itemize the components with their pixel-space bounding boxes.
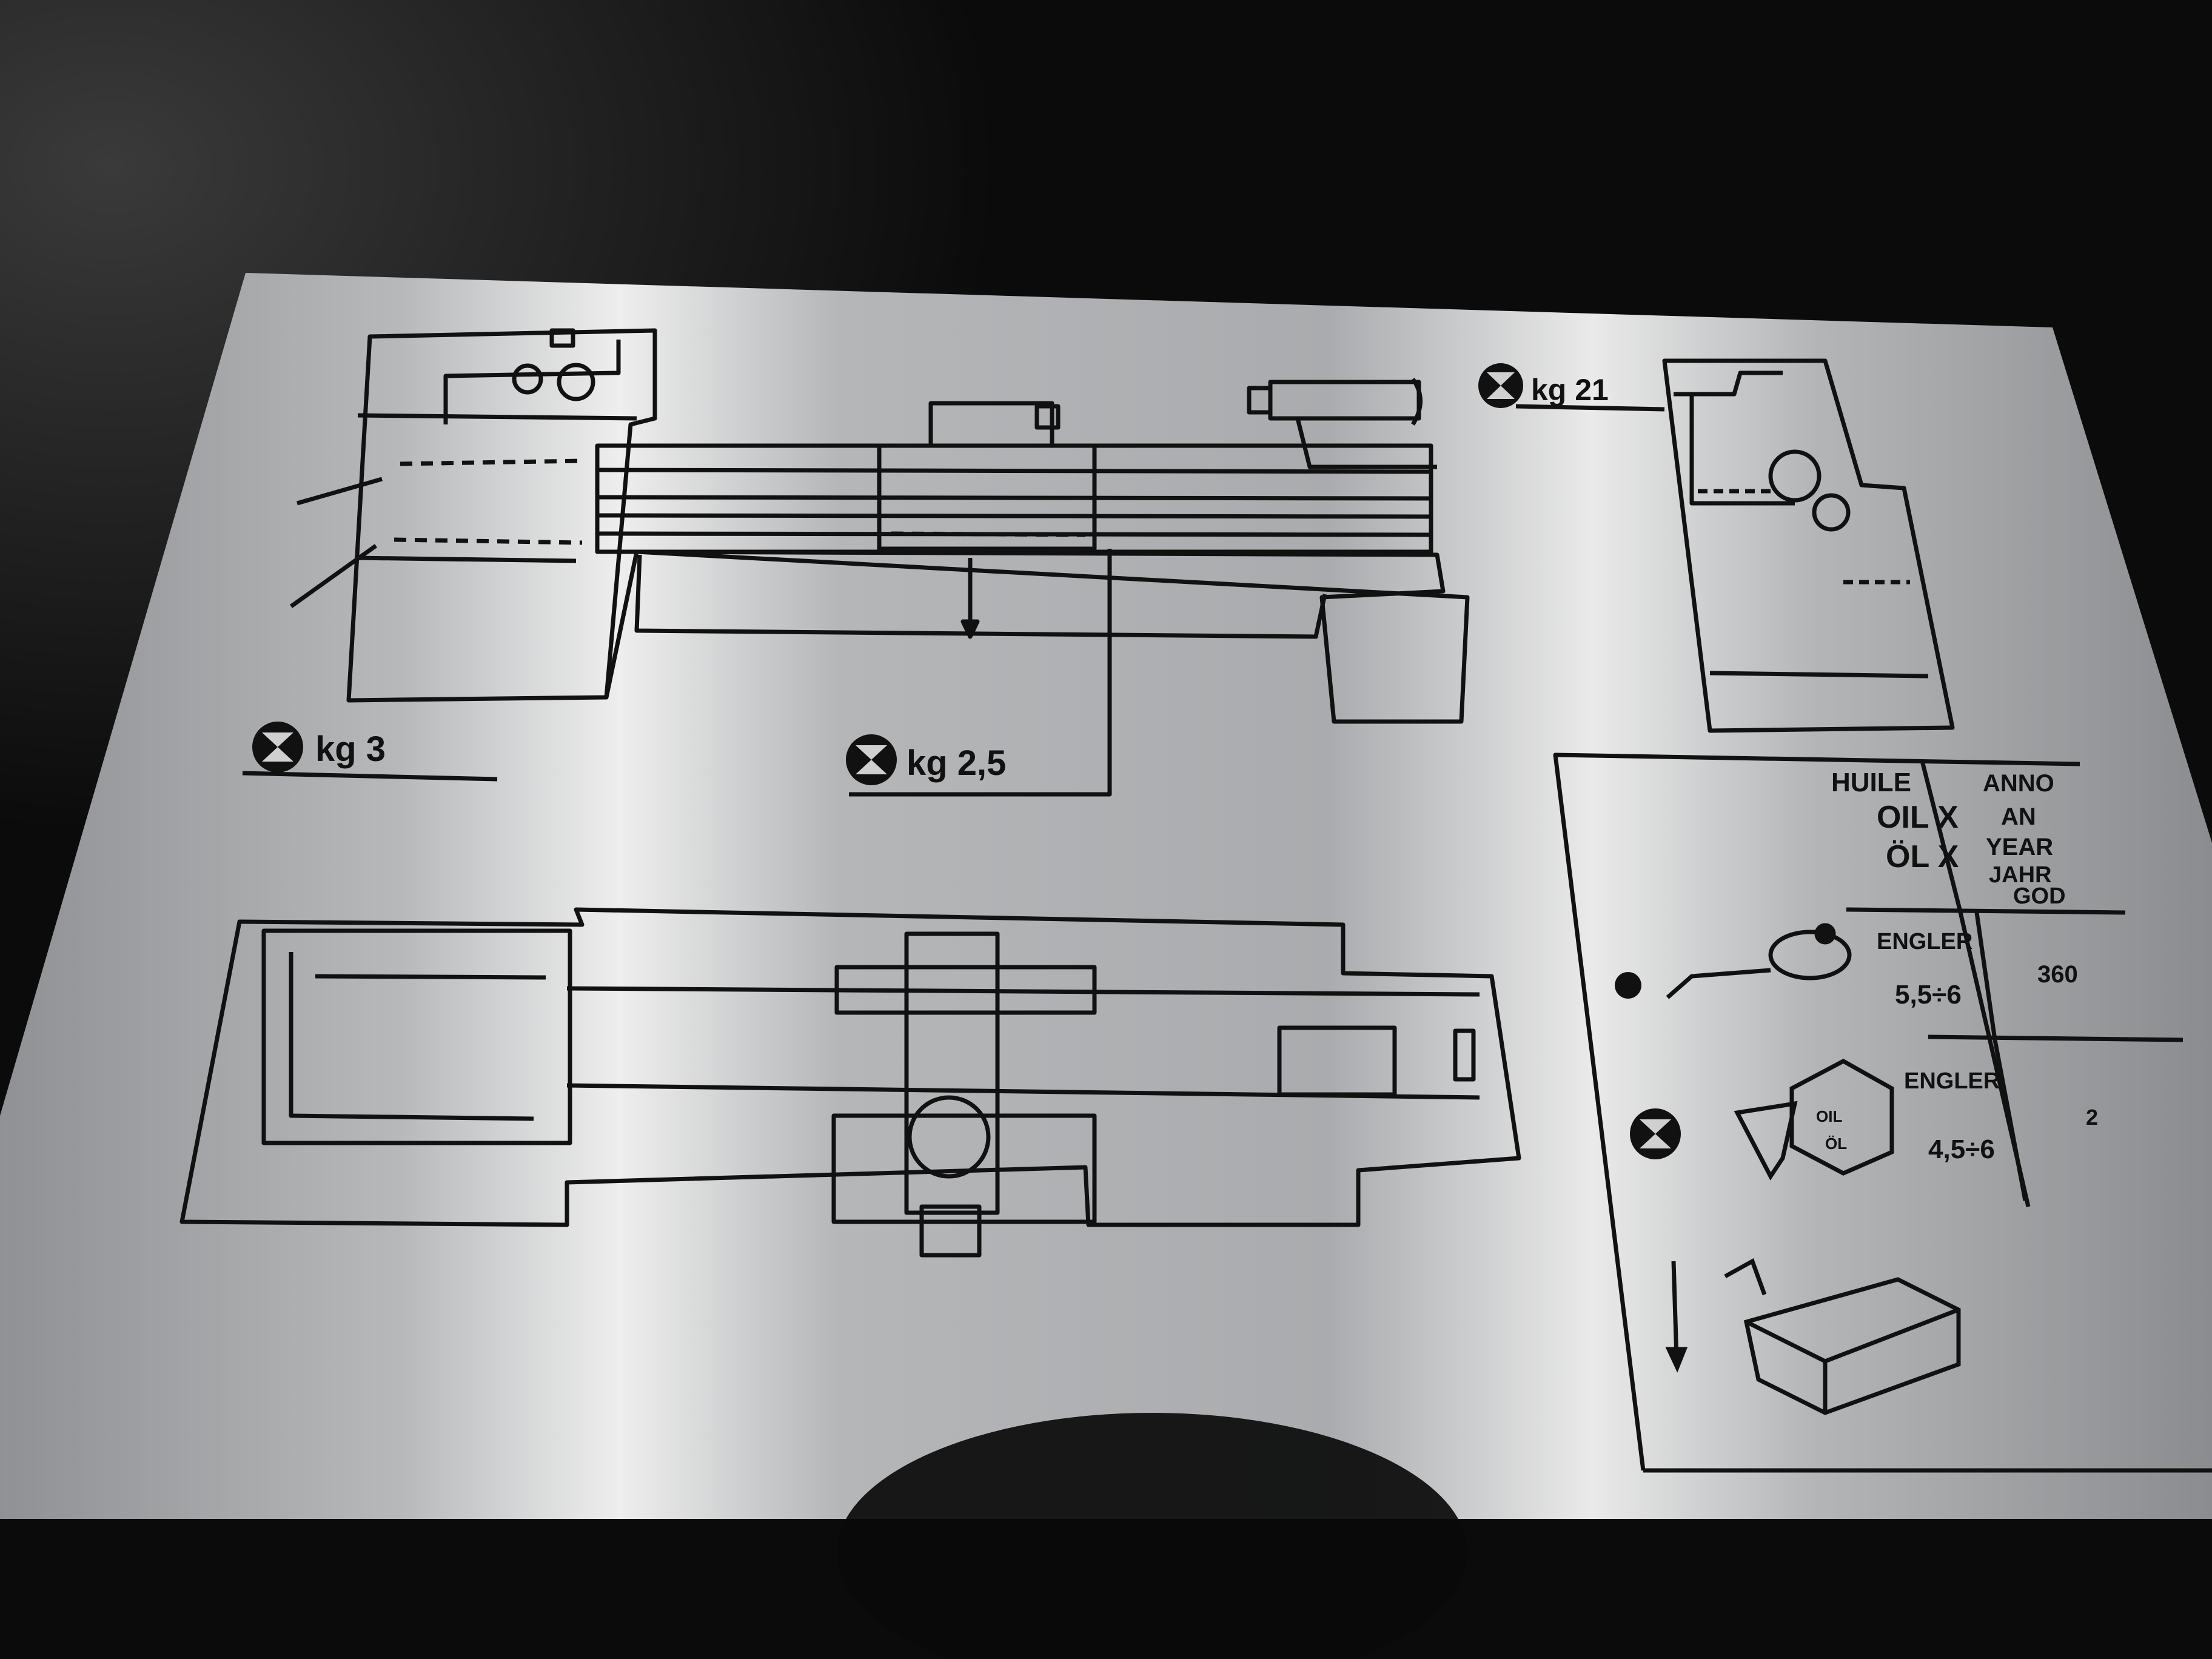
drain-tray-icon xyxy=(1665,1258,1961,1415)
period-header-en: YEAR xyxy=(1986,834,2053,860)
funnel-canister-icon: OIL ÖL xyxy=(1734,1059,1894,1181)
row1-grade-value: 5,5÷6 xyxy=(1895,980,1962,1010)
row2-period: 2 xyxy=(2086,1105,2098,1130)
thumb-shadow xyxy=(837,1413,1467,1659)
row2-grade-label: ENGLER xyxy=(1904,1068,2000,1094)
oil-header-fr: HUILE xyxy=(1831,768,1911,797)
gearbox-capacity-label: kg 21 xyxy=(1531,373,1609,407)
headstock-capacity-label: kg 3 xyxy=(315,729,386,769)
apron-capacity-label: kg 2,5 xyxy=(907,743,1006,783)
lathe-side-view xyxy=(242,328,1470,797)
gearbox-end-view xyxy=(1515,358,1955,733)
period-header-it: ANNO xyxy=(1983,770,2054,797)
lubrication-table xyxy=(1553,752,2212,1473)
lathe-top-view xyxy=(179,907,1521,1258)
row2-grade-value: 4,5÷6 xyxy=(1928,1134,1995,1164)
metal-plate xyxy=(0,273,2212,1519)
period-header-fr: AN xyxy=(2001,803,2036,830)
row1-grade-label: ENGLER xyxy=(1877,929,1972,954)
can-label-ol: ÖL xyxy=(1825,1134,1847,1153)
row1-period: 360 xyxy=(2037,961,2078,988)
oil-header-en: OIL X xyxy=(1877,800,1959,835)
period-header-ru: GOD xyxy=(2013,883,2066,909)
oil-can-icon xyxy=(1666,923,1852,999)
oil-drain-symbol xyxy=(252,363,1681,1159)
oil-header-de: ÖL X xyxy=(1886,839,1959,874)
period-header-de: JAHR xyxy=(1989,862,2051,888)
can-label-oil: OIL xyxy=(1816,1107,1842,1125)
